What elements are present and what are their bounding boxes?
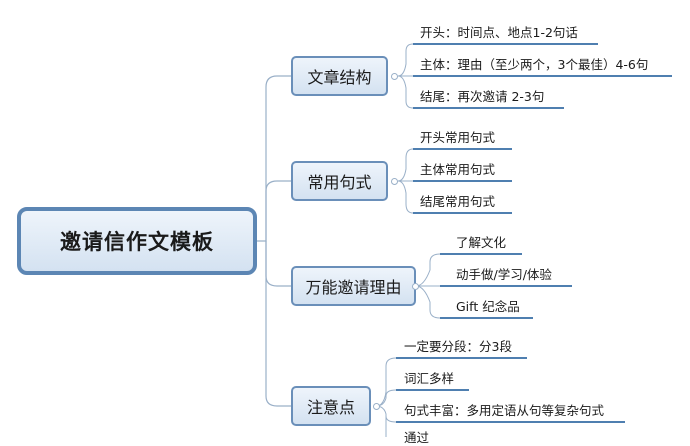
leaf-body-structure[interactable]: 主体：理由（至少两个，3个最佳）4-6句 [420, 57, 649, 72]
leaf-opening-patterns[interactable]: 开头常用句式 [420, 130, 496, 145]
branch-node-reasons[interactable]: 万能邀请理由 [291, 266, 416, 306]
leaf-body-patterns[interactable]: 主体常用句式 [420, 162, 496, 177]
branch-node-sentence-patterns[interactable]: 常用句式 [291, 161, 388, 201]
leaf-reason-culture[interactable]: 了解文化 [456, 235, 507, 250]
link-root-branch2 [265, 180, 291, 241]
link-b3-leaf1 [415, 253, 441, 287]
leaf-ending-patterns[interactable]: 结尾常用句式 [420, 194, 496, 209]
leaf-note-cutoff[interactable]: 通过 [404, 430, 430, 445]
leaf-reason-handson[interactable]: 动手做/学习/体验 [456, 267, 552, 282]
branch-label: 文章结构 [307, 68, 372, 87]
root-label: 邀请信作文模板 [60, 230, 214, 254]
link-b4-leaf3 [375, 405, 397, 423]
link-root-branch4 [265, 241, 291, 407]
collapse-toggle-icon[interactable] [391, 178, 398, 185]
root-node[interactable]: 邀请信作文模板 [17, 207, 257, 275]
branch-label: 常用句式 [307, 173, 372, 192]
link-root-branch3 [265, 241, 291, 287]
collapse-toggle-icon[interactable] [412, 283, 419, 290]
link-b1-leaf3 [397, 75, 414, 109]
collapse-toggle-icon[interactable] [373, 403, 380, 410]
leaf-ending-structure[interactable]: 结尾：再次邀请 2-3句 [420, 89, 545, 104]
leaf-note-paragraphs[interactable]: 一定要分段：分3段 [404, 339, 512, 354]
link-b4-leaf1 [375, 357, 397, 407]
branch-label: 万能邀请理由 [305, 278, 402, 297]
collapse-toggle-icon[interactable] [391, 73, 398, 80]
leaf-reason-gift[interactable]: Gift 纪念品 [456, 299, 520, 314]
link-b3-leaf3 [415, 285, 441, 319]
link-b2-leaf3 [397, 180, 414, 214]
branch-label: 注意点 [306, 398, 355, 417]
connector-lines [257, 43, 672, 437]
link-root-branch1 [257, 75, 291, 242]
link-b4-leaf2 [375, 389, 397, 407]
leaf-note-vocabulary[interactable]: 词汇多样 [404, 371, 455, 386]
branch-node-structure[interactable]: 文章结构 [291, 56, 388, 96]
branch-node-notes[interactable]: 注意点 [291, 386, 371, 426]
leaf-opening-structure[interactable]: 开头：时间点、地点1-2句话 [420, 25, 578, 40]
link-b2-leaf1 [397, 148, 414, 182]
link-b1-leaf1 [397, 43, 414, 77]
leaf-note-sentences[interactable]: 句式丰富：多用定语从句等复杂句式 [404, 403, 605, 418]
